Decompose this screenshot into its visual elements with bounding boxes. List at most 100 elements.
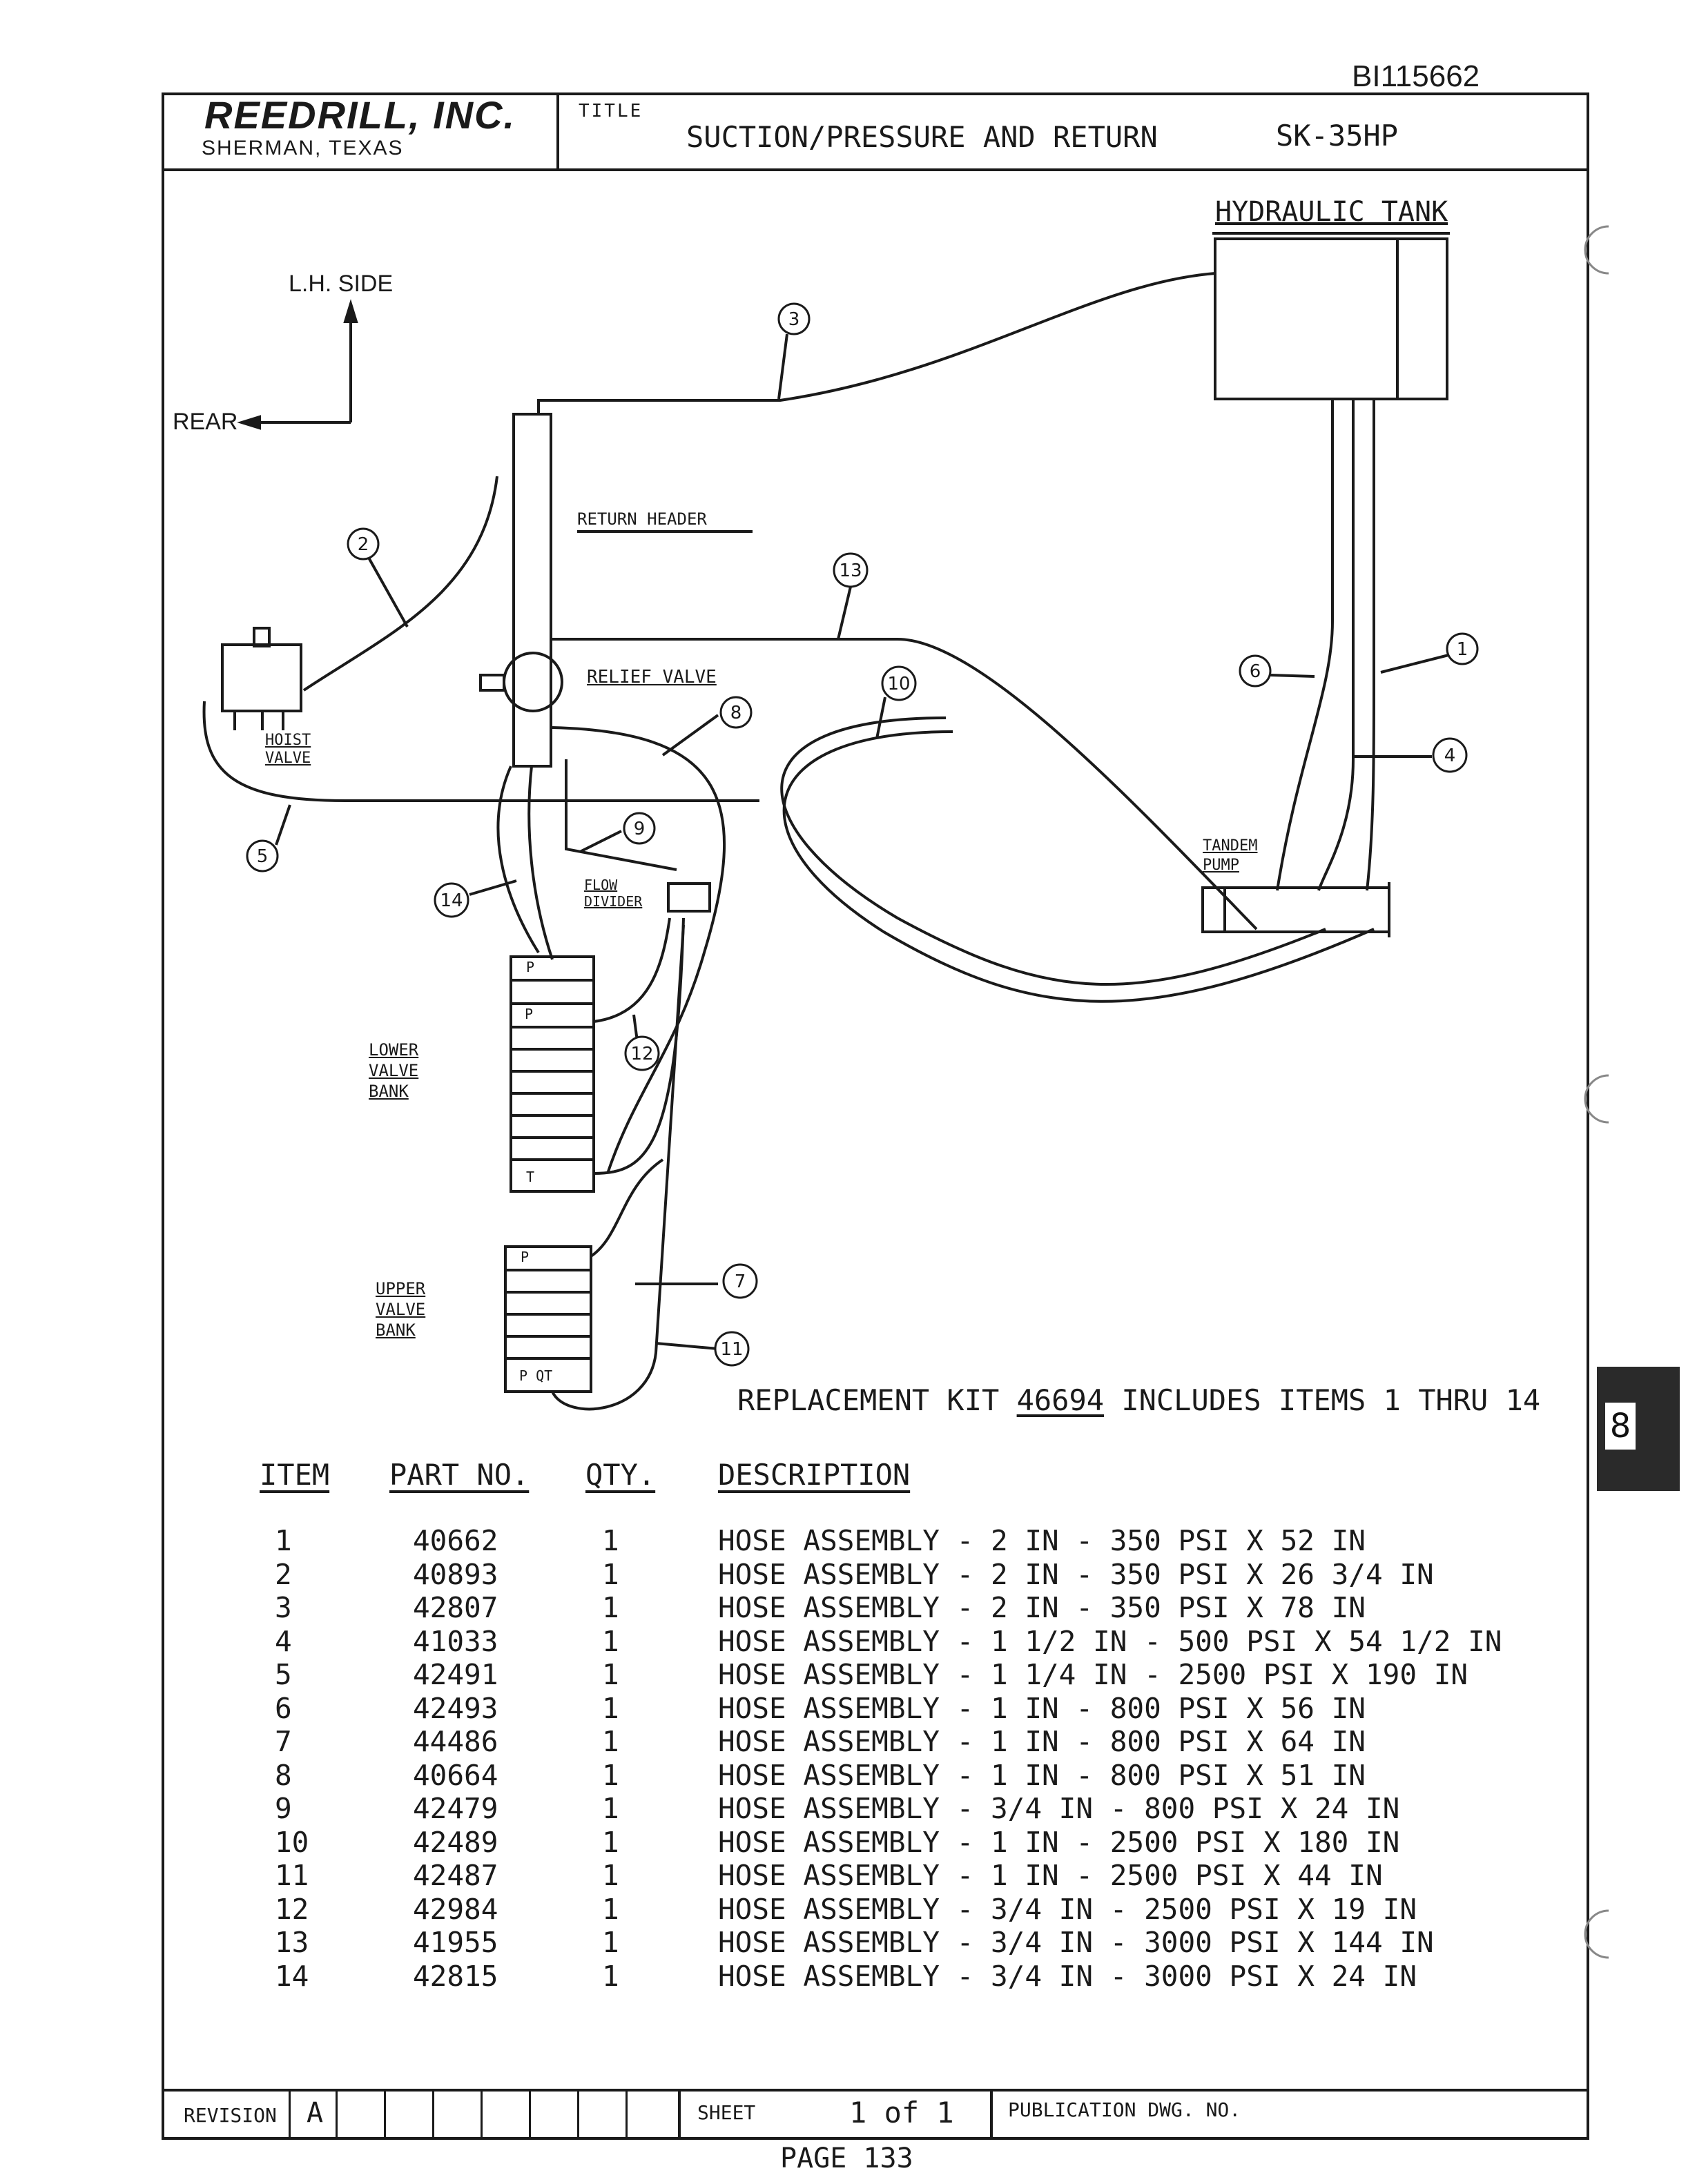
- document-id: BI115662: [1352, 59, 1480, 93]
- row-desc: HOSE ASSEMBLY - 1 IN - 2500 PSI X 44 IN: [718, 1859, 1383, 1892]
- callout-14-circle: [434, 882, 469, 918]
- upper-valve-bank: [504, 1245, 592, 1393]
- upper-valve-bank-label-line-1: UPPER: [376, 1279, 426, 1298]
- lower-valve-bank-label: LOWER VALVE BANK: [369, 1040, 418, 1102]
- row-qty: 1: [602, 1825, 619, 1859]
- kit-number: 46694: [1016, 1383, 1105, 1417]
- callout-13: 13: [839, 560, 862, 581]
- footer-divider-rev-a: [336, 2089, 338, 2138]
- row-item: 12: [275, 1892, 309, 1926]
- revision-value: A: [307, 2097, 324, 2129]
- table-row: 1 40662 1 HOSE ASSEMBLY - 2 IN - 350 PSI…: [0, 1524, 1381, 1557]
- hose-14: [496, 766, 540, 954]
- binder-hole-bottom: [1584, 1909, 1609, 1959]
- flow-divider-label-line-1: FLOW: [584, 877, 618, 893]
- hoist-valve-label: HOIST VALVE: [265, 732, 311, 768]
- table-row: 5 42491 1 HOSE ASSEMBLY - 1 1/4 IN - 250…: [0, 1658, 1468, 1691]
- lower-valve-bank-label-line-3: BANK: [369, 1082, 409, 1101]
- table-row: 4 41033 1 HOSE ASSEMBLY - 1 1/2 IN - 500…: [0, 1625, 1502, 1658]
- row-part: 42487: [413, 1859, 498, 1892]
- binder-hole-top: [1584, 225, 1609, 275]
- row-item: 1: [275, 1524, 292, 1557]
- callout-6-circle: [1239, 654, 1272, 688]
- row-item: 11: [275, 1859, 309, 1892]
- tandem-pump-label-line-1: TANDEM: [1203, 837, 1258, 855]
- relief-valve-label: RELIEF VALVE: [587, 667, 717, 688]
- row-part: 42493: [413, 1691, 498, 1725]
- row-item: 8: [275, 1758, 292, 1792]
- row-qty: 1: [602, 1926, 619, 1959]
- row-item: 3: [275, 1591, 292, 1624]
- company-city: SHERMAN, TEXAS: [202, 137, 404, 159]
- parts-table: 1 40662 1 HOSE ASSEMBLY - 2 IN - 350 PSI…: [0, 1524, 1519, 2007]
- callout-12: 12: [630, 1044, 653, 1064]
- drawing-frame: [162, 92, 1589, 2140]
- table-row: 13 41955 1 HOSE ASSEMBLY - 3/4 IN - 3000…: [0, 1926, 1434, 1959]
- row-desc: HOSE ASSEMBLY - 2 IN - 350 PSI X 78 IN: [718, 1591, 1366, 1624]
- publication-dwg-label: PUBLICATION DWG. NO.: [1008, 2098, 1241, 2121]
- table-row: 10 42489 1 HOSE ASSEMBLY - 1 IN - 2500 P…: [0, 1825, 1399, 1859]
- row-desc: HOSE ASSEMBLY - 1 IN - 800 PSI X 56 IN: [718, 1691, 1366, 1725]
- table-row: 8 40664 1 HOSE ASSEMBLY - 1 IN - 800 PSI…: [0, 1759, 1381, 1792]
- callout-3-circle: [777, 302, 811, 335]
- row-item: 7: [275, 1725, 292, 1758]
- row-part: 40662: [413, 1524, 498, 1557]
- hose-5: [202, 701, 759, 802]
- table-row: 7 44486 1 HOSE ASSEMBLY - 1 IN - 800 PSI…: [0, 1725, 1381, 1758]
- hose-12: [593, 917, 671, 1023]
- row-desc: HOSE ASSEMBLY - 3/4 IN - 2500 PSI X 19 I…: [718, 1892, 1417, 1926]
- footer-top-line: [162, 2089, 1589, 2092]
- tandem-pump-label-line-2: PUMP: [1203, 857, 1239, 874]
- row-part: 42807: [413, 1591, 498, 1624]
- col-header-part-no: PART NO.: [389, 1458, 530, 1492]
- rear-label: REAR: [173, 409, 238, 435]
- upper-valve-bank-label-line-2: VALVE: [376, 1300, 426, 1319]
- sheet-label: SHEET: [697, 2101, 756, 2124]
- return-header-label: RETURN HEADER: [577, 509, 707, 529]
- row-qty: 1: [602, 1725, 619, 1758]
- row-item: 14: [275, 1959, 309, 1993]
- binder-holes: [1584, 225, 1609, 1959]
- callout-1-circle: [1446, 632, 1479, 665]
- table-row: 11 42487 1 HOSE ASSEMBLY - 1 IN - 2500 P…: [0, 1859, 1383, 1892]
- hose-1: [1366, 399, 1375, 891]
- hose-7: [590, 1158, 664, 1258]
- row-part: 41955: [413, 1926, 498, 1959]
- callout-7-circle: [722, 1263, 758, 1299]
- replacement-kit-line: REPLACEMENT KIT 46694 INCLUDES ITEMS 1 T…: [737, 1383, 1540, 1417]
- lower-bank-port-t: T: [526, 1169, 534, 1185]
- callout-6: 6: [1250, 661, 1261, 682]
- sheet-value: 1 of 1: [849, 2096, 954, 2129]
- callout-12-circle: [624, 1035, 660, 1071]
- flow-divider: [667, 882, 711, 913]
- hose-8: [552, 726, 726, 1174]
- row-part: 44486: [413, 1725, 498, 1758]
- table-row: 3 42807 1 HOSE ASSEMBLY - 2 IN - 350 PSI…: [0, 1591, 1381, 1624]
- row-qty: 1: [602, 1792, 619, 1825]
- kit-suffix: INCLUDES ITEMS 1 THRU 14: [1121, 1383, 1541, 1417]
- title-label: TITLE: [579, 101, 643, 121]
- kit-prefix: REPLACEMENT KIT: [737, 1383, 1000, 1417]
- lower-bank-port-p: P: [526, 959, 534, 975]
- callout-11-circle: [714, 1331, 750, 1367]
- row-part: 42984: [413, 1892, 498, 1926]
- model-number: SK-35HP: [1276, 119, 1399, 153]
- row-qty: 1: [602, 1892, 619, 1926]
- row-qty: 1: [602, 1658, 619, 1691]
- revision-label: REVISION: [184, 2104, 277, 2127]
- row-desc: HOSE ASSEMBLY - 3/4 IN - 3000 PSI X 24 I…: [718, 1959, 1417, 1993]
- row-item: 2: [275, 1557, 292, 1591]
- header-vertical-divider: [556, 92, 559, 170]
- flow-divider-label-line-2: DIVIDER: [584, 893, 643, 910]
- drawing-title: SUCTION/PRESSURE AND RETURN: [686, 120, 1158, 154]
- col-header-qty: QTY.: [585, 1458, 656, 1492]
- row-qty: 1: [602, 1591, 619, 1624]
- hose-6: [1276, 399, 1334, 891]
- callout-10-circle: [881, 665, 917, 701]
- row-qty: 1: [602, 1758, 619, 1792]
- row-qty: 1: [602, 1691, 619, 1725]
- hoist-valve: [221, 643, 302, 712]
- header-divider: [162, 168, 1589, 171]
- return-header: [512, 413, 552, 768]
- hose-13: [551, 638, 1258, 930]
